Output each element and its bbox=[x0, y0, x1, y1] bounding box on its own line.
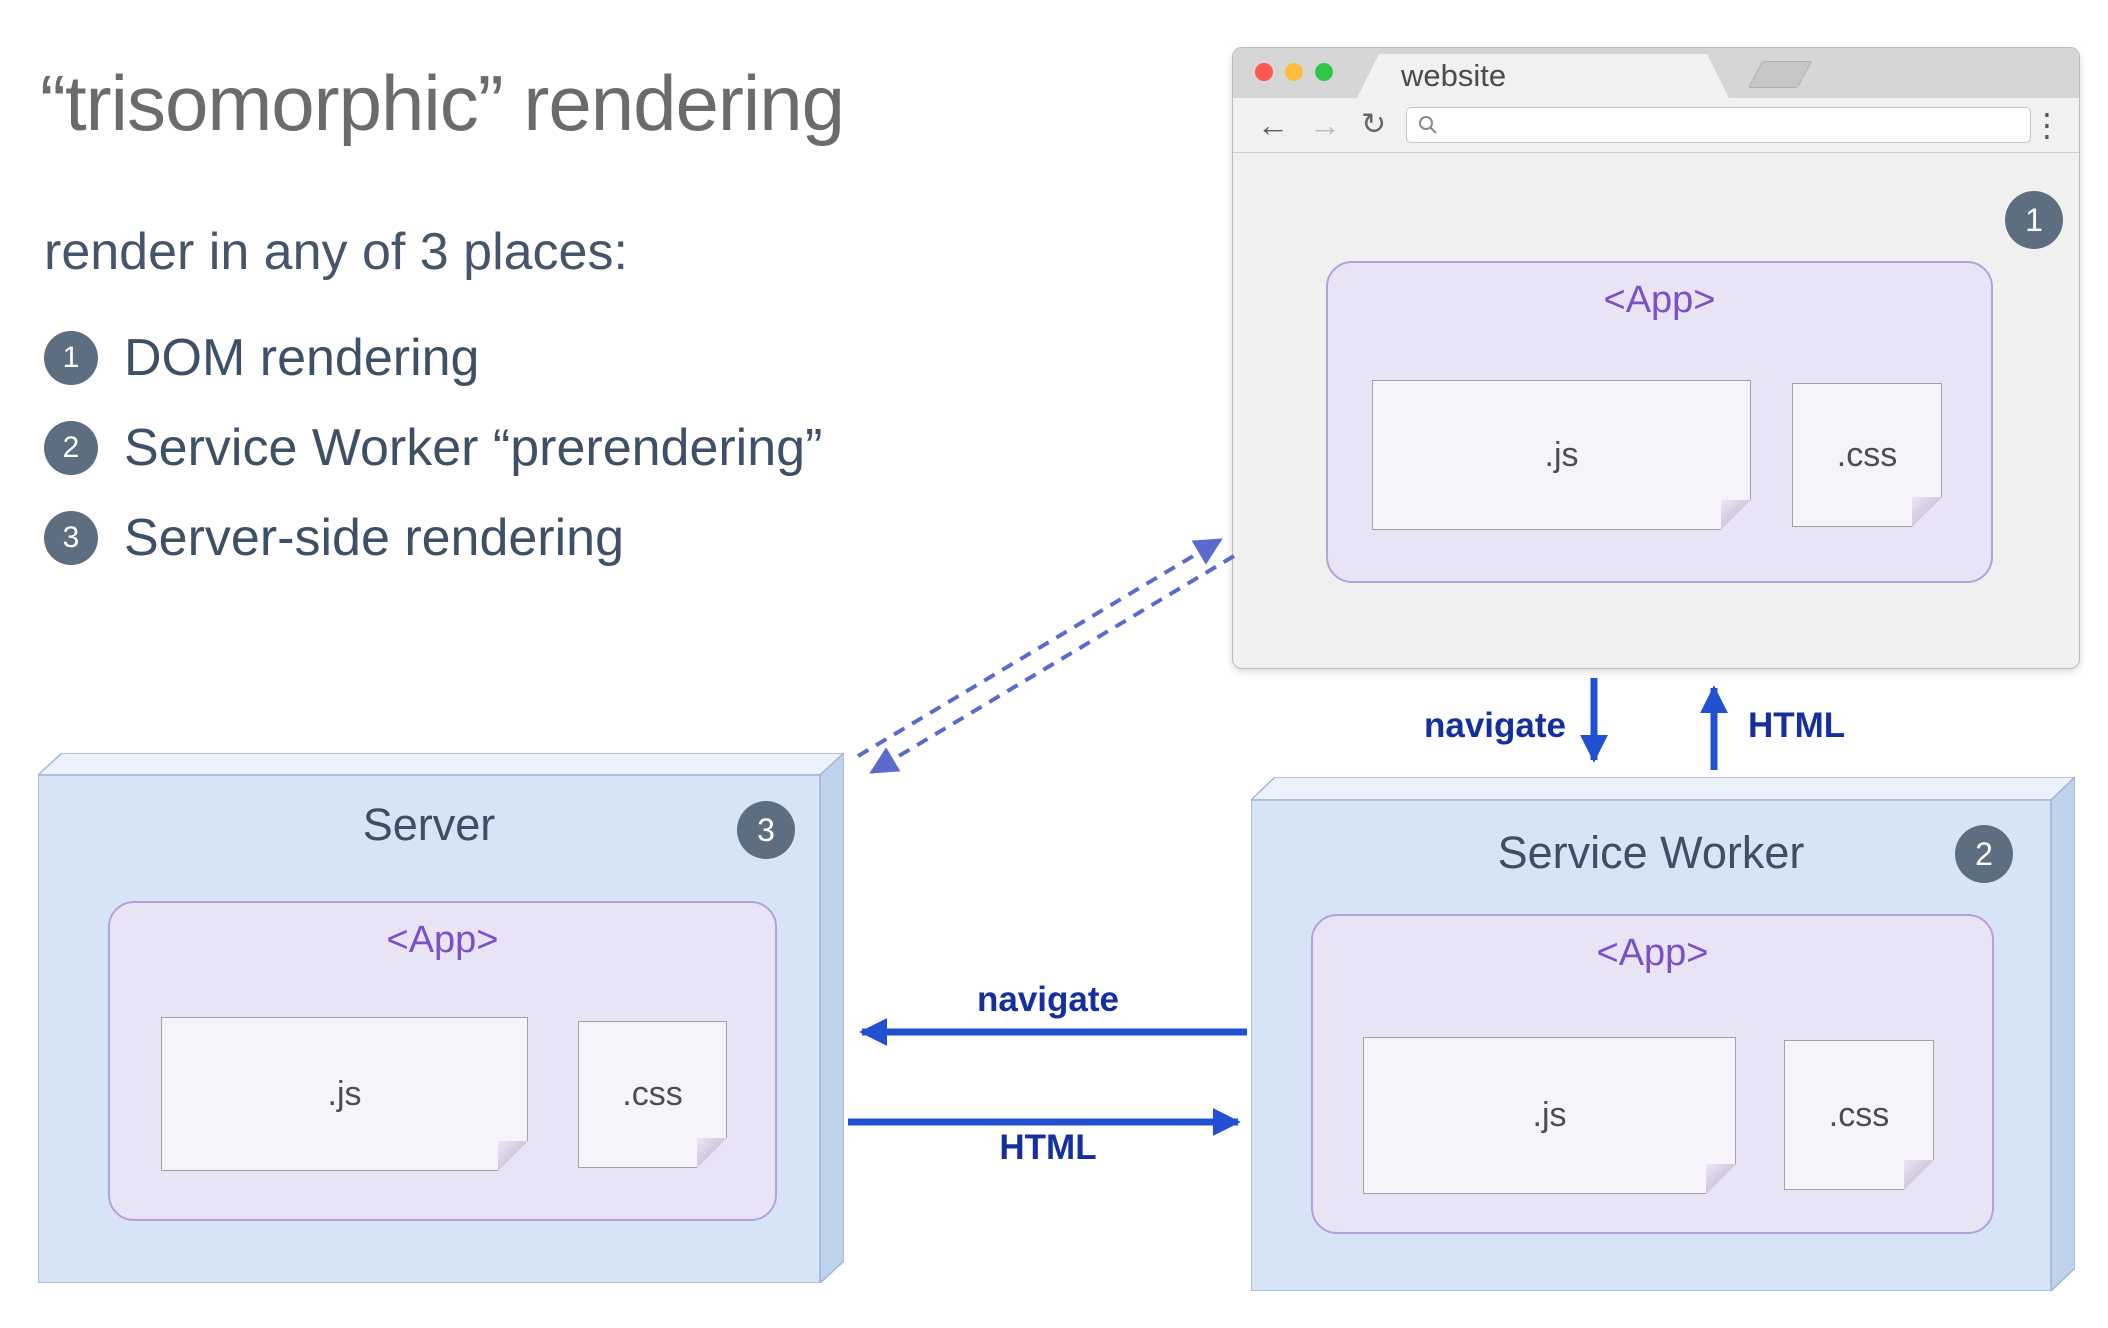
new-tab-button[interactable] bbox=[1747, 61, 1813, 88]
close-button[interactable] bbox=[1255, 63, 1273, 81]
menu-icon[interactable]: ⋮ bbox=[2031, 107, 2063, 143]
dashed-arrow-to-server bbox=[869, 554, 1236, 774]
css-file-icon: .css bbox=[1792, 383, 1942, 527]
js-file-icon: .js bbox=[1372, 380, 1751, 530]
js-file-label: .js bbox=[1544, 435, 1579, 474]
legend-label-2: Service Worker “prerendering” bbox=[124, 419, 823, 477]
legend-label-1: DOM rendering bbox=[124, 329, 480, 387]
server-title: Server bbox=[362, 799, 496, 850]
page-title: “trisomorphic” rendering bbox=[40, 59, 845, 147]
legend-badge-1: 1 bbox=[44, 331, 98, 385]
service-worker-app-label: <App> bbox=[1596, 932, 1709, 974]
css-file-label: .css bbox=[622, 1075, 683, 1113]
css-file-label: .css bbox=[1828, 1095, 1890, 1134]
js-file-icon: .js bbox=[161, 1017, 528, 1171]
service-worker-title: Service Worker bbox=[1497, 827, 1805, 878]
legend-item-dom: 1 DOM rendering bbox=[44, 328, 822, 388]
step-badge-browser: 1 bbox=[2005, 191, 2063, 249]
legend-label-3: Server-side rendering bbox=[124, 509, 625, 567]
reload-icon[interactable]: ↻ bbox=[1361, 108, 1387, 141]
js-file-label: .js bbox=[1532, 1096, 1567, 1134]
browser-tab[interactable]: website bbox=[1357, 54, 1729, 98]
css-file-icon: .css bbox=[1784, 1040, 1934, 1190]
legend: 1 DOM rendering 2 Service Worker “preren… bbox=[44, 328, 822, 568]
legend-item-service-worker: 2 Service Worker “prerendering” bbox=[44, 418, 822, 478]
js-file-icon: .js bbox=[1363, 1037, 1736, 1194]
window-controls bbox=[1255, 63, 1333, 81]
browser-tab-strip: website bbox=[1233, 48, 2079, 98]
service-worker-app-container: <App> .js .css bbox=[1311, 914, 1994, 1234]
minimize-button[interactable] bbox=[1285, 63, 1303, 81]
browser-toolbar: ← → ↻ ⋮ bbox=[1233, 98, 2079, 153]
back-icon[interactable]: ← bbox=[1257, 107, 1289, 143]
tab-title: website bbox=[1401, 58, 1507, 93]
html-horizontal-label: HTML bbox=[999, 1128, 1097, 1167]
navigate-horizontal-label: navigate bbox=[977, 980, 1119, 1019]
search-icon bbox=[1419, 116, 1437, 134]
forward-icon[interactable]: → bbox=[1309, 107, 1341, 143]
address-bar[interactable] bbox=[1406, 107, 2031, 143]
maximize-button[interactable] bbox=[1315, 63, 1333, 81]
js-file-label: .js bbox=[327, 1074, 362, 1113]
server-app-label: <App> bbox=[386, 919, 499, 961]
css-file-label: .css bbox=[1836, 435, 1898, 474]
service-worker-box: Service Worker 2 <App> .js .css bbox=[1251, 777, 2075, 1291]
legend-badge-2: 2 bbox=[44, 421, 98, 475]
browser-app-label: <App> bbox=[1603, 279, 1716, 321]
server-box: Server 3 <App> .js .css bbox=[38, 753, 844, 1283]
navigate-vertical-label: navigate bbox=[1424, 706, 1566, 745]
css-file-icon: .css bbox=[578, 1021, 727, 1168]
step-badge-server: 3 bbox=[737, 801, 795, 859]
html-vertical-label: HTML bbox=[1748, 706, 1846, 745]
server-app-container: <App> .js .css bbox=[108, 901, 777, 1221]
legend-item-server-side: 3 Server-side rendering bbox=[44, 508, 822, 568]
intro-text: render in any of 3 places: bbox=[44, 223, 628, 281]
legend-badge-3: 3 bbox=[44, 511, 98, 565]
dashed-arrow-to-browser bbox=[856, 538, 1223, 758]
step-badge-service-worker: 2 bbox=[1955, 825, 2013, 883]
browser-app-container: <App> .js .css bbox=[1326, 261, 1993, 583]
browser-window: website ← → ↻ ⋮ 1 <App> .js .css bbox=[1232, 47, 2080, 669]
